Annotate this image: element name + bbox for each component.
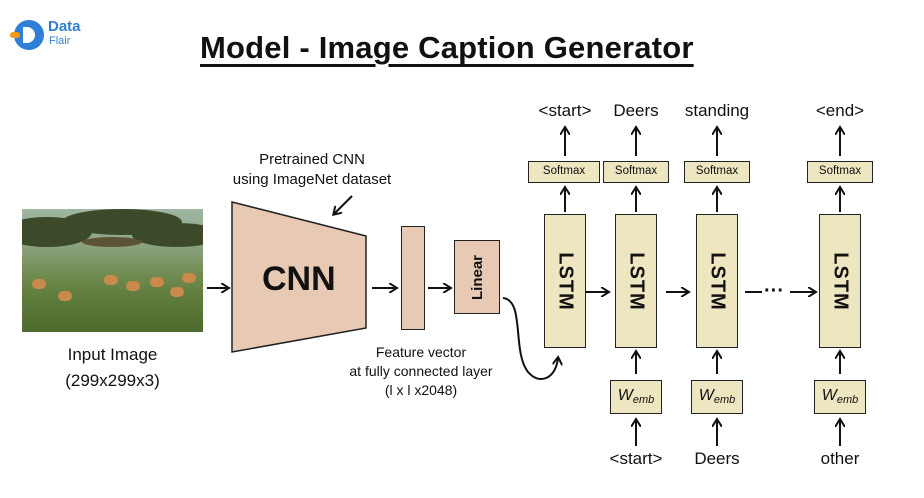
wemb-sub: emb — [632, 394, 655, 406]
input-image-dims: (299x299x3) — [65, 371, 160, 390]
softmax-box: Softmax — [528, 161, 600, 183]
wemb-base: W — [617, 387, 633, 404]
logo-text-secondary: Flair — [49, 35, 71, 47]
cnn-label: CNN — [262, 260, 336, 298]
output-word: Deers — [613, 101, 659, 120]
lstm-label: LSTM — [706, 251, 729, 311]
lstm-label: LSTM — [829, 251, 852, 311]
linear-label: Linear — [468, 254, 486, 300]
wemb-base: W — [698, 387, 714, 404]
feature-label-line2: at fully connected layer — [349, 363, 493, 379]
wemb-sub: emb — [713, 394, 736, 406]
output-word: <start> — [538, 101, 592, 120]
word-embedding-box: Wemb — [814, 380, 866, 414]
input-image-label: Input Image — [67, 345, 158, 364]
logo-text-primary: Data — [48, 18, 81, 35]
dataflair-logo: Data Flair — [10, 18, 94, 54]
wemb-sub: emb — [836, 394, 859, 406]
input-word: other — [820, 449, 860, 468]
softmax-box: Softmax — [684, 161, 750, 183]
lstm-label: LSTM — [625, 251, 648, 311]
feature-label-line1: Feature vector — [375, 344, 467, 360]
lstm-cell: LSTM — [615, 214, 657, 348]
input-word: Deers — [694, 449, 740, 468]
page-title: Model - Image Caption Generator — [200, 30, 694, 65]
softmax-box: Softmax — [807, 161, 873, 183]
output-word: <end> — [815, 101, 865, 120]
linear-box: Linear — [454, 240, 500, 314]
feature-vector-bar — [401, 226, 425, 330]
word-embedding-box: Wemb — [691, 380, 743, 414]
cnn-note-line2: using ImageNet dataset — [232, 171, 392, 188]
input-word: <start> — [609, 449, 663, 468]
cnn-note-line1: Pretrained CNN — [259, 151, 365, 168]
lstm-cell: LSTM — [696, 214, 738, 348]
sequence-ellipsis: ··· — [764, 280, 784, 302]
wemb-base: W — [821, 387, 837, 404]
output-word: standing — [684, 101, 750, 120]
softmax-box: Softmax — [603, 161, 669, 183]
lstm-label: LSTM — [554, 251, 577, 311]
lstm-cell: LSTM — [544, 214, 586, 348]
lstm-cell: LSTM — [819, 214, 861, 348]
input-image — [22, 209, 203, 332]
feature-label-line3: (l x l x2048) — [384, 382, 458, 398]
cnn-trapezoid — [231, 201, 367, 353]
logo-mark-icon — [10, 20, 44, 50]
word-embedding-box: Wemb — [610, 380, 662, 414]
